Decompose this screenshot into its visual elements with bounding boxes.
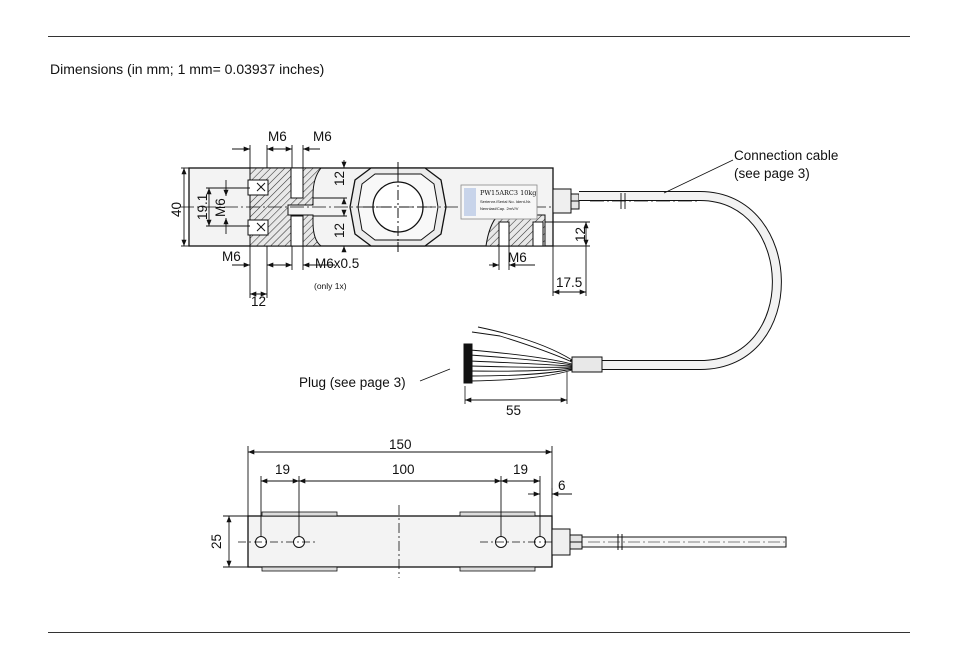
plug-ferrules (463, 343, 473, 384)
left-threaded-holes (247, 167, 304, 247)
connection-cable-label-1: Connection cable (734, 148, 838, 163)
dim-m6-bottom-right: M6 (508, 250, 527, 265)
dim-12-bottom: 12 (251, 294, 266, 309)
cable-gland (552, 188, 572, 214)
top-view-dimensions (181, 145, 590, 298)
top-view (180, 162, 580, 252)
dim-17-5: 17.5 (556, 275, 582, 290)
dim-m6-top-left: M6 (268, 129, 287, 144)
label-line-2: Seriennr./Serial No. Ident-Nr. (480, 199, 531, 204)
bottom-rule (48, 632, 910, 633)
connection-cable-label-2: (see page 3) (734, 166, 810, 181)
connection-cable (419, 159, 782, 404)
dim-height-40: 40 (169, 202, 184, 217)
label-line-3: Nennlast/Cap. 2mV/V (480, 206, 519, 211)
dim-m6x0-5-note: (only 1x) (314, 281, 347, 291)
dim-12-lower: 12 (332, 223, 347, 238)
dim-19-left: 19 (275, 462, 290, 477)
top-rule (48, 36, 910, 37)
dim-100: 100 (392, 462, 415, 477)
dim-55: 55 (506, 403, 521, 418)
dim-150: 150 (389, 437, 412, 452)
dim-19-right: 19 (513, 462, 528, 477)
page-title: Dimensions (in mm; 1 mm= 0.03937 inches) (50, 61, 325, 77)
dim-m6-bottom-left: M6 (222, 249, 241, 264)
dim-25: 25 (209, 534, 224, 549)
plug-label: Plug (see page 3) (299, 375, 406, 390)
dim-12-upper: 12 (332, 171, 347, 186)
dim-6: 6 (558, 478, 566, 493)
dim-spacing-19-1: 19.1 (195, 194, 210, 220)
label-line-1: PW15ARC3 10kg (480, 189, 536, 197)
dim-m6-side: M6 (213, 198, 228, 217)
side-view-dimensions (223, 446, 572, 568)
dim-12-right: 12 (573, 227, 588, 242)
dim-m6x0-5: M6x0.5 (315, 256, 359, 271)
side-view (238, 505, 787, 578)
dim-m6-top-right: M6 (313, 129, 332, 144)
